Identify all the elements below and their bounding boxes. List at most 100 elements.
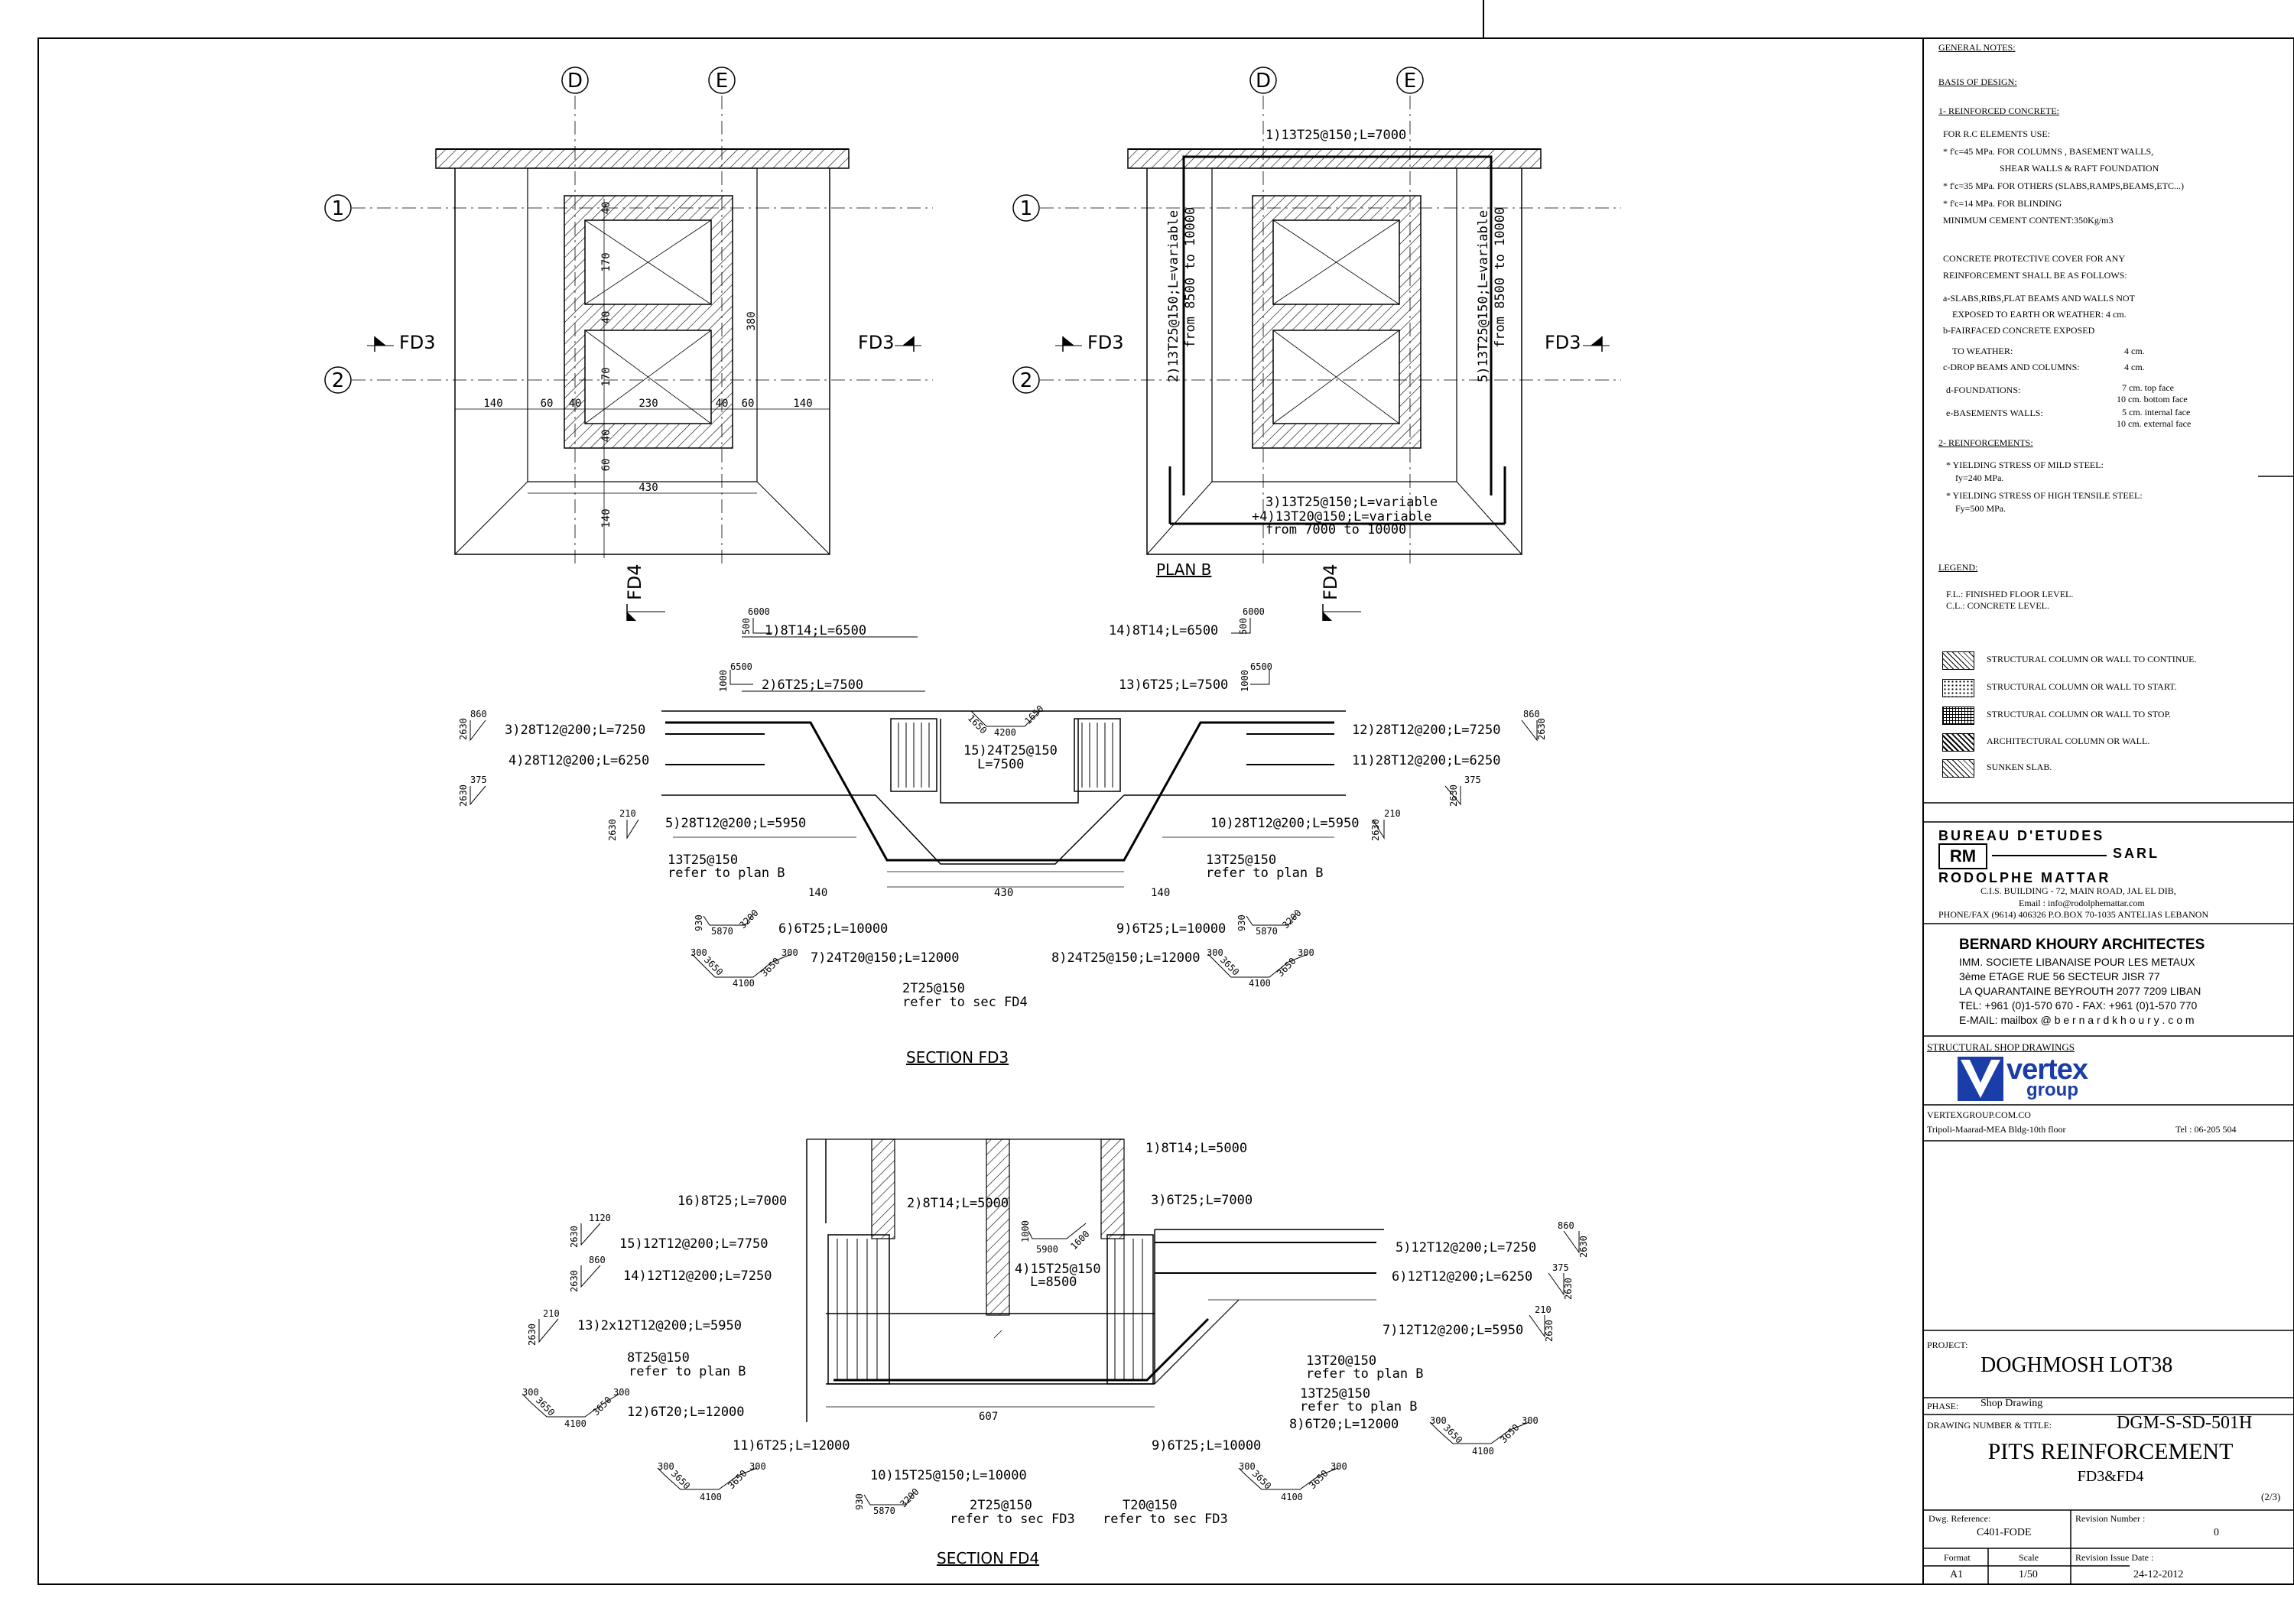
drawing-label: refer to plan B bbox=[668, 866, 785, 881]
section-fd3-title: SECTION FD3 bbox=[906, 1048, 1009, 1067]
grid-label-2: 2 bbox=[1020, 369, 1033, 392]
shop-tel: Tel : 06-205 504 bbox=[2175, 1124, 2237, 1135]
drawing-label: refer to sec FD3 bbox=[1103, 1512, 1228, 1527]
plan-b-grid-bubbles: D E 1 2 bbox=[1012, 67, 1424, 394]
drawing-label: 6500 bbox=[1250, 661, 1272, 672]
drawing-label: 930 bbox=[854, 1493, 865, 1510]
phase-label: PHASE: bbox=[1927, 1401, 1959, 1411]
drawing-label: 375 bbox=[470, 775, 487, 785]
bureau-address: C.I.S. BUILDING - 72, MAIN ROAD, JAL EL … bbox=[1980, 885, 2176, 896]
drawing-label: 210 bbox=[1535, 1304, 1552, 1315]
project-name: DOGHMOSH LOT38 bbox=[1980, 1353, 2173, 1377]
project-label: PROJECT: bbox=[1927, 1340, 1968, 1350]
drawing-label: 4)15T25@150 bbox=[1015, 1262, 1101, 1277]
drawing-label: 3650 bbox=[1498, 1422, 1521, 1445]
drawing-label: 10)15T25@150;L=10000 bbox=[870, 1468, 1027, 1483]
drawing-label: 1000 bbox=[718, 670, 729, 692]
drawing-label: 300 bbox=[522, 1387, 539, 1398]
format-label: Format bbox=[1944, 1552, 1971, 1563]
drawing-label: 300 bbox=[781, 947, 798, 958]
drawing-label: 4100 bbox=[564, 1418, 586, 1429]
drawing-label: 13T25@150 bbox=[1300, 1386, 1370, 1402]
drawing-label: 13)2x12T12@200;L=5950 bbox=[577, 1318, 742, 1333]
fd3-right-label: FD3 bbox=[858, 332, 895, 353]
drawing-label: 300 bbox=[1207, 947, 1223, 958]
section-fd4-shapes bbox=[522, 1223, 1580, 1505]
drawing-label: 5870 bbox=[1256, 926, 1278, 937]
drawing-label: 1)8T14;L=5000 bbox=[1145, 1141, 1247, 1156]
drawing-label: 4100 bbox=[733, 978, 755, 989]
drawing-label: 4100 bbox=[1249, 978, 1271, 989]
drawing-label: 5)28T12@200;L=5950 bbox=[665, 816, 806, 831]
drawing-label: 3)28T12@200;L=7250 bbox=[505, 723, 645, 738]
drawing-label: 3)13T25@150;L=variable bbox=[1266, 495, 1438, 510]
phase-value: Shop Drawing bbox=[1980, 1398, 2043, 1409]
fd3-left-label: FD3 bbox=[399, 332, 436, 353]
drawing-label: 1120 bbox=[589, 1213, 611, 1223]
architect-line: TEL: +961 (0)1-570 670 - FAX: +961 (0)1-… bbox=[1959, 999, 2198, 1012]
drawing-label: 8)6T20;L=12000 bbox=[1289, 1417, 1399, 1432]
section-fd3-labels: 1)8T14;L=6500 2)6T25;L=7500 3)28T12@200;… bbox=[505, 623, 1500, 1067]
drawing-label: 140 bbox=[808, 887, 827, 899]
drawing-label: FD4 bbox=[1320, 564, 1341, 600]
vertex-logo-group: group bbox=[2026, 1080, 2078, 1100]
drawing-label: L=8500 bbox=[1030, 1275, 1077, 1290]
drawing-label: 5870 bbox=[873, 1505, 895, 1516]
grid-label-2: 2 bbox=[332, 369, 345, 392]
drawing-label: 170 bbox=[600, 367, 612, 386]
revision-number: 0 bbox=[2214, 1527, 2219, 1538]
drawing-label: 430 bbox=[638, 482, 658, 494]
drawing-label: T20@150 bbox=[1123, 1498, 1178, 1513]
drawing-label: 1650 bbox=[966, 713, 989, 736]
drawing-label: 11)28T12@200;L=6250 bbox=[1352, 753, 1500, 768]
drawing-label: 210 bbox=[619, 808, 636, 819]
shop-heading: STRUCTURAL SHOP DRAWINGS bbox=[1927, 1041, 2075, 1053]
drawing-label: 12)6T20;L=12000 bbox=[627, 1405, 745, 1420]
section-fd3-shapes bbox=[470, 618, 1538, 978]
drawing-label: 2)8T14;L=5000 bbox=[907, 1196, 1009, 1211]
drawing-subtitle: FD3&FD4 bbox=[2077, 1468, 2144, 1485]
architect-line: LA QUARANTAINE BEYROUTH 2077 7209 LIBAN bbox=[1959, 985, 2201, 997]
drawing-label: refer to sec FD4 bbox=[902, 995, 1028, 1010]
drawing-label: +4)13T20@150;L=variable bbox=[1252, 509, 1431, 525]
drawing-label: 9)6T25;L=10000 bbox=[1152, 1438, 1261, 1453]
drawing-label: 2630 bbox=[569, 1226, 580, 1248]
drawing-label: 300 bbox=[658, 1461, 674, 1472]
drawing-label: 210 bbox=[543, 1308, 560, 1319]
drawing-label: 6000 bbox=[748, 606, 770, 617]
drawing-label: 4200 bbox=[994, 727, 1016, 738]
drawing-label: 2630 bbox=[1563, 1278, 1574, 1300]
scale-value: 1/50 bbox=[2019, 1569, 2038, 1580]
plan-a bbox=[352, 96, 933, 566]
drawing-label: 60 bbox=[541, 398, 554, 410]
drawing-label: 5)12T12@200;L=7250 bbox=[1396, 1240, 1536, 1255]
drawing-label: from 7000 to 10000 bbox=[1266, 522, 1406, 538]
drawing-label: 13T25@150 bbox=[668, 853, 738, 868]
plan-b-bars: 1)13T25@150;L=7000 2)13T25@150;L=variabl… bbox=[1166, 128, 1508, 538]
drawing-label: 140 bbox=[1151, 887, 1170, 899]
bureau-rule bbox=[1992, 855, 2107, 856]
scale-label: Scale bbox=[2019, 1552, 2039, 1563]
drawing-label: 300 bbox=[1298, 947, 1314, 958]
drawing-label: 3650 bbox=[1250, 1468, 1273, 1491]
drawing-label: 2630 bbox=[1370, 819, 1381, 841]
drawing-label: 7)12T12@200;L=5950 bbox=[1383, 1323, 1523, 1338]
sheet-border bbox=[37, 0, 2294, 1585]
architect-line: E-MAIL: mailbox @ b e r n a r d k h o u … bbox=[1959, 1014, 2195, 1026]
drawing-label: 3650 bbox=[1218, 954, 1241, 977]
drawing-label: 5)13T25@150;L=variable bbox=[1476, 210, 1491, 382]
drawing-label: 3)6T25;L=7000 bbox=[1151, 1193, 1253, 1208]
drawing-label: 3650 bbox=[590, 1395, 613, 1418]
drawing-label: 7)24T20@150;L=12000 bbox=[811, 950, 959, 966]
drawing-label: 5870 bbox=[711, 926, 733, 937]
drawing-label: 2630 bbox=[458, 784, 469, 807]
drawing-label: 4100 bbox=[700, 1492, 722, 1502]
grid-label-d: D bbox=[1256, 70, 1271, 93]
architect-line: IMM. SOCIETE LIBANAISE POUR LES METAUX bbox=[1959, 956, 2195, 968]
drawing-label: 140 bbox=[793, 398, 812, 410]
drawing-label: 1650 bbox=[1022, 703, 1045, 726]
fd4-label: FD4 bbox=[624, 564, 645, 600]
bureau-line2: RODOLPHE MATTAR bbox=[1938, 870, 2111, 885]
drawing-label: 6)12T12@200;L=6250 bbox=[1392, 1269, 1532, 1285]
